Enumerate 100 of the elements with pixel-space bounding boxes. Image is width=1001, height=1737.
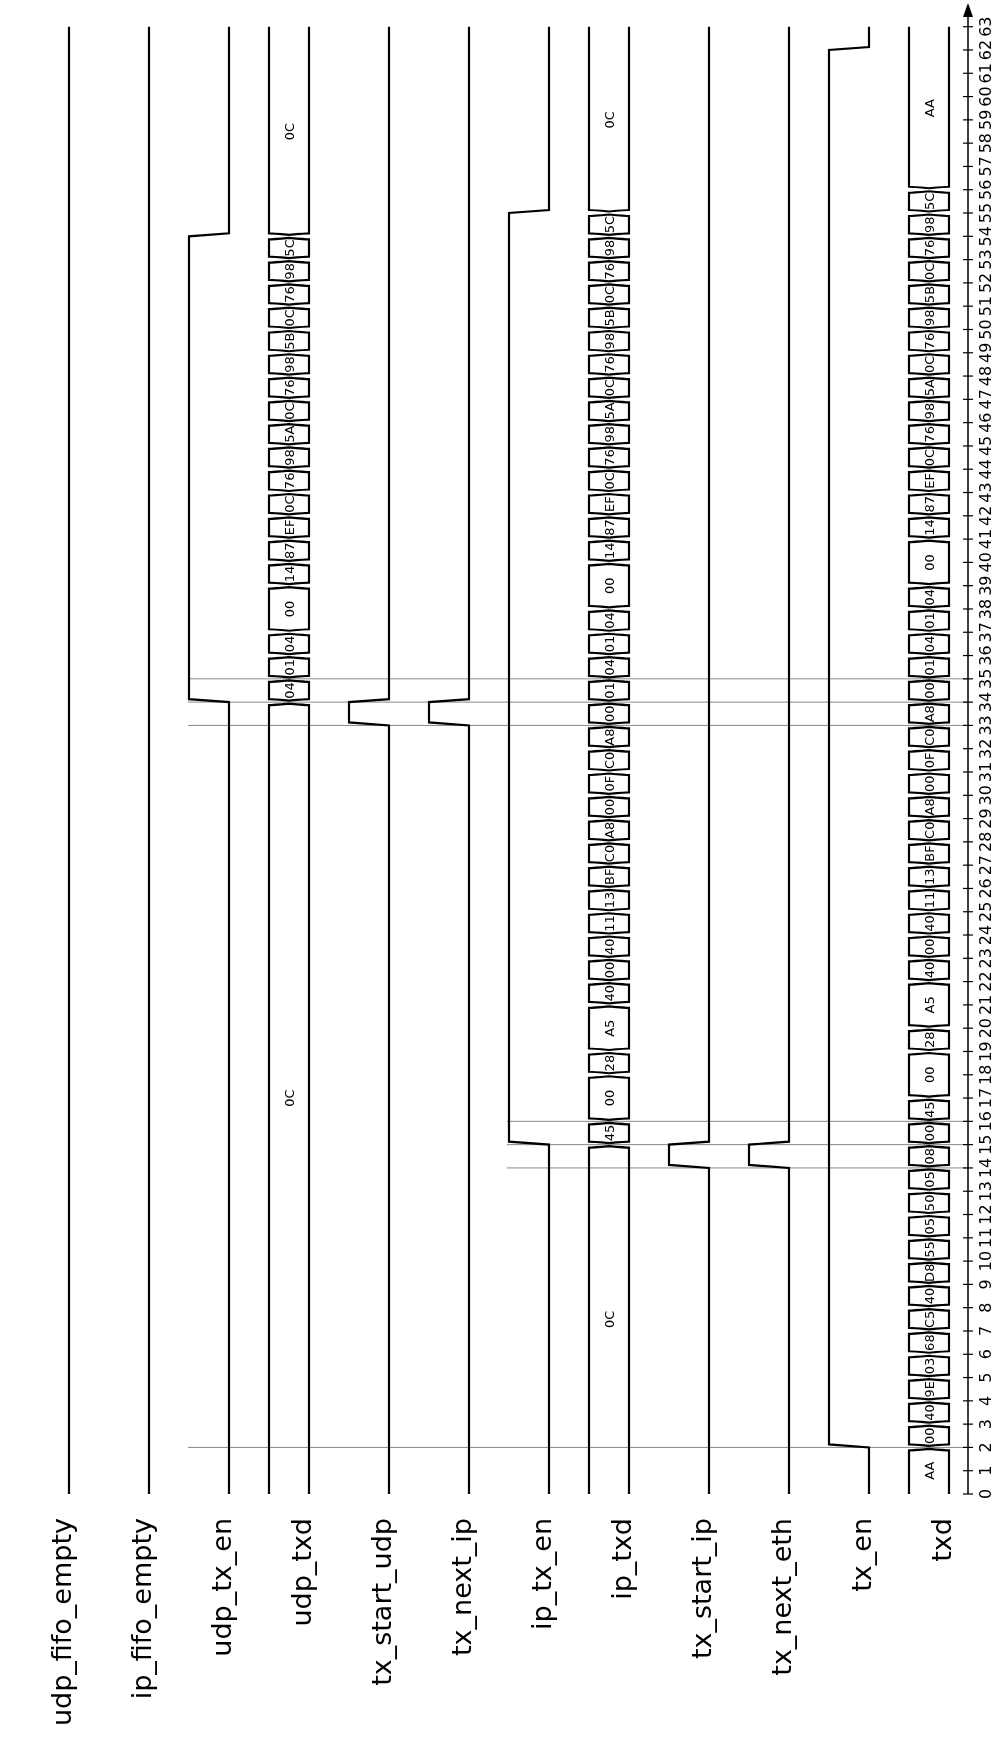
bus-value: 76 xyxy=(601,449,617,466)
tick-label: 21 xyxy=(975,994,995,1016)
tick-label: 56 xyxy=(975,179,995,200)
bus-value: 0C xyxy=(281,1089,297,1107)
bus-value: 98 xyxy=(601,239,617,257)
tick-label: 39 xyxy=(975,575,995,596)
bus-value: 13 xyxy=(921,868,937,886)
bus-value: 01 xyxy=(921,612,937,629)
bus-value: 0C xyxy=(921,448,937,467)
tick-label: 58 xyxy=(975,132,995,154)
tick-label: 50 xyxy=(975,319,995,340)
bus-value: 40 xyxy=(921,1287,937,1305)
bus-value: 0C xyxy=(921,262,937,280)
tick-label: 6 xyxy=(975,1349,995,1360)
bus-value: C0 xyxy=(601,844,617,863)
tick-label: 23 xyxy=(975,948,995,969)
tick-label: 49 xyxy=(975,342,995,363)
bus-value: 50 xyxy=(921,1194,937,1212)
tick-label: 61 xyxy=(975,63,995,84)
tick-label: 35 xyxy=(975,668,995,689)
tick-label: 7 xyxy=(975,1325,995,1337)
signal-label: tx_next_ip xyxy=(445,1518,477,1657)
tick-label: 10 xyxy=(975,1250,995,1272)
bus-value: 9E xyxy=(921,1380,937,1398)
tick-label: 18 xyxy=(975,1064,995,1085)
tick-label: 26 xyxy=(975,878,995,899)
bus-value: 28 xyxy=(921,1031,937,1049)
bus-value: 11 xyxy=(921,891,937,909)
tick-label: 30 xyxy=(975,785,995,806)
bus-value: 00 xyxy=(601,961,617,979)
tick-label: 53 xyxy=(975,249,995,270)
bus-value: 00 xyxy=(281,600,297,618)
bus-value: 0C xyxy=(601,285,617,304)
signal-label: udp_fifo_empty xyxy=(45,1518,77,1727)
bus-value: 76 xyxy=(281,379,297,396)
tick-label: 44 xyxy=(975,459,995,480)
bus-value: 03 xyxy=(921,1357,937,1375)
bus-value: 05 xyxy=(921,1217,937,1235)
tick-label: 48 xyxy=(975,365,995,387)
bus-value: 5A xyxy=(921,379,937,397)
bus-value: 45 xyxy=(921,1101,937,1118)
bus-value: 45 xyxy=(601,1124,617,1142)
signal-label: tx_start_udp xyxy=(365,1518,397,1686)
tick-label: 29 xyxy=(975,808,995,829)
bus-value: 04 xyxy=(281,635,297,653)
tick-label: 31 xyxy=(975,761,995,783)
bus-value: D8 xyxy=(921,1263,937,1282)
signal-label: tx_start_ip xyxy=(685,1518,717,1660)
bus-value: A5 xyxy=(601,1019,617,1037)
bus-value: 98 xyxy=(921,309,937,327)
bus-value: 04 xyxy=(921,589,937,606)
tick-label: 24 xyxy=(975,924,995,946)
bus-value: 76 xyxy=(921,332,937,350)
bus-value: 08 xyxy=(921,1148,937,1165)
tick-label: 16 xyxy=(975,1111,995,1132)
bus-value: 01 xyxy=(601,682,617,699)
bus-value: 11 xyxy=(601,915,617,932)
bus-value: 98 xyxy=(921,216,937,233)
bus-value: C0 xyxy=(921,821,937,839)
tick-label: 42 xyxy=(975,505,995,526)
tick-label: 52 xyxy=(975,272,995,294)
bus-value: 76 xyxy=(921,426,937,443)
bus-value: EF xyxy=(281,519,297,536)
bus-value: AA xyxy=(921,99,937,118)
tick-label: 14 xyxy=(975,1157,995,1179)
tick-label: 9 xyxy=(975,1279,995,1290)
bus-value: A5 xyxy=(921,996,937,1014)
bus-value: 5A xyxy=(281,425,297,443)
tick-label: 3 xyxy=(975,1419,995,1430)
bus-value: 40 xyxy=(601,938,617,955)
bus-value: 0C xyxy=(281,402,297,420)
tick-label: 2 xyxy=(975,1442,995,1453)
bus-value: 00 xyxy=(601,1089,617,1107)
bus-value: C5 xyxy=(921,1310,937,1328)
tick-label: 8 xyxy=(975,1302,995,1313)
bus-value: 40 xyxy=(601,985,617,1002)
bus-value: 5B xyxy=(281,332,297,350)
bus-value: 00 xyxy=(601,798,617,816)
tick-label: 59 xyxy=(975,109,995,131)
tick-label: 4 xyxy=(975,1395,995,1406)
bus-value: 40 xyxy=(921,915,937,932)
tick-label: 63 xyxy=(975,16,995,37)
tick-label: 40 xyxy=(975,552,995,573)
bus-value: 98 xyxy=(281,356,297,373)
bus-value: 14 xyxy=(921,519,937,536)
signal-label: ip_txd xyxy=(605,1518,637,1600)
bus-value: 0C xyxy=(601,379,617,397)
tick-label: 43 xyxy=(975,482,995,503)
bus-value: 04 xyxy=(281,682,297,699)
bus-value: 0C xyxy=(921,355,937,374)
bus-value: C0 xyxy=(921,728,937,746)
tick-label: 1 xyxy=(975,1465,995,1476)
bus-value: 0C xyxy=(601,111,617,129)
bus-value: 76 xyxy=(281,472,297,490)
bus-value: 40 xyxy=(921,1404,937,1421)
tick-label: 20 xyxy=(975,1018,995,1039)
tick-label: 46 xyxy=(975,412,995,433)
bus-value: 04 xyxy=(601,658,617,676)
bus-value: 01 xyxy=(921,658,937,676)
bus-value: 55 xyxy=(921,1241,937,1258)
